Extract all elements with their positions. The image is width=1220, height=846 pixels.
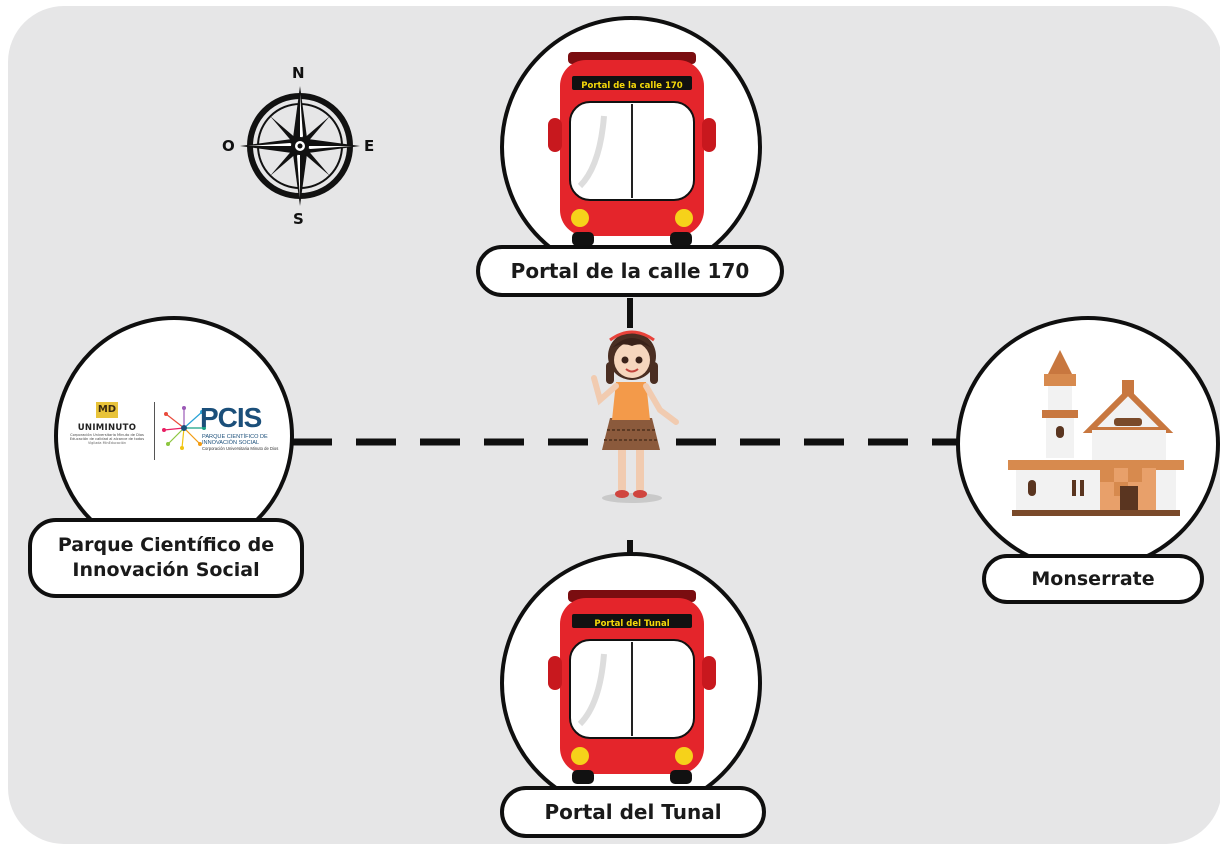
church-icon [1008, 350, 1184, 516]
logo-divider [154, 402, 155, 460]
uniminuto-sub2: Educación de calidad al alcance de todos [69, 437, 145, 441]
place-east-circle [956, 316, 1220, 572]
uniminuto-sub3: Vigilada MinEducación [87, 441, 127, 445]
connector-south [627, 540, 633, 554]
pcis-sub1: PARQUE CIENTÍFICO DE [202, 434, 268, 440]
compass-north-label: N [292, 64, 305, 82]
place-south-circle: Portal del Tunal [500, 552, 762, 814]
pcis-sub2: INNOVACIÓN SOCIAL [202, 440, 260, 446]
bus-sign-north: Portal de la calle 170 [581, 81, 683, 91]
compass: N S O E [222, 64, 382, 234]
place-east-label: Monserrate [982, 554, 1204, 604]
uniminuto-logo: MD UNIMINUTO Corporación Universitaria M… [62, 402, 152, 462]
bus-icon [548, 590, 716, 784]
place-west-label: Parque Científico de Innovación Social [28, 518, 304, 598]
compass-south-label: S [293, 210, 304, 228]
bus-sign-south: Portal del Tunal [594, 619, 670, 629]
connector-north [627, 298, 633, 328]
place-north-circle: Portal de la calle 170 [500, 16, 762, 278]
pcis-sub3: Corporación Universitaria Minuto de Dios [202, 446, 279, 451]
pcis-title: PCIS [200, 402, 262, 433]
uniminuto-title: UNIMINUTO [77, 423, 137, 433]
place-west-label-line1: Parque Científico de [57, 534, 275, 556]
place-north-label: Portal de la calle 170 [476, 245, 784, 297]
bus-icon [548, 52, 716, 246]
compass-rose-icon [240, 86, 360, 206]
girl-character-icon [591, 330, 679, 503]
place-west-label-line2: Innovación Social [72, 559, 260, 581]
place-south-label: Portal del Tunal [500, 786, 766, 838]
compass-west-label: O [222, 137, 235, 155]
uniminuto-sub1: Corporación Universitaria Minuto de Dios [70, 433, 144, 437]
pcis-network-icon [162, 406, 206, 450]
uniminuto-mark: MD [96, 402, 118, 418]
compass-east-label: E [364, 137, 375, 155]
